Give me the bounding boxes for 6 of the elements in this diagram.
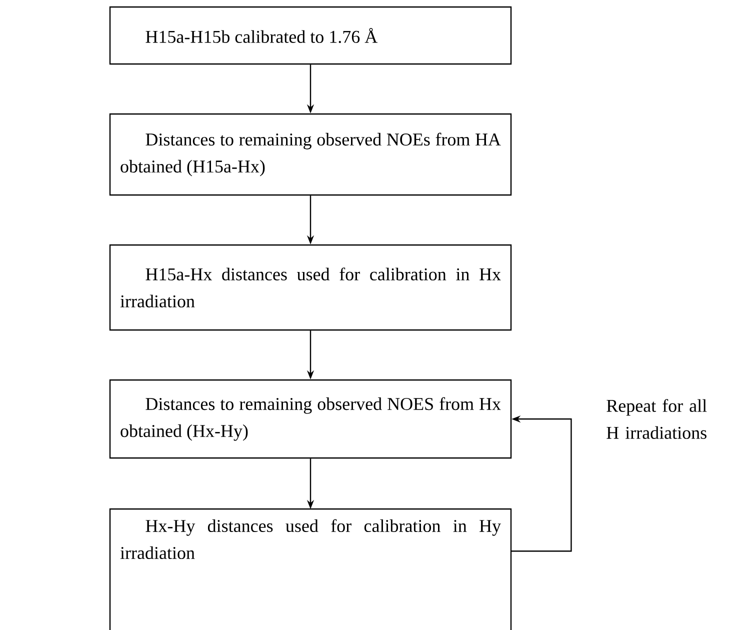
process-box: H15a-Hx distances used for calibration in Hx irradiation [109, 244, 512, 331]
process-box: Distances to remaining observed NOES from Hx obtained (Hx-Hy) [109, 379, 512, 459]
process-box: Distances to remaining observed NOEs from HA obtained (H15a-Hx) [109, 113, 512, 196]
process-box: H15a-H15b calibrated to 1.76 Å [109, 6, 512, 65]
edge-label: Repeat for all H irradiations [606, 399, 707, 439]
process-box: Hx-Hy distances used for calibration in Hy irradiation [109, 508, 512, 630]
